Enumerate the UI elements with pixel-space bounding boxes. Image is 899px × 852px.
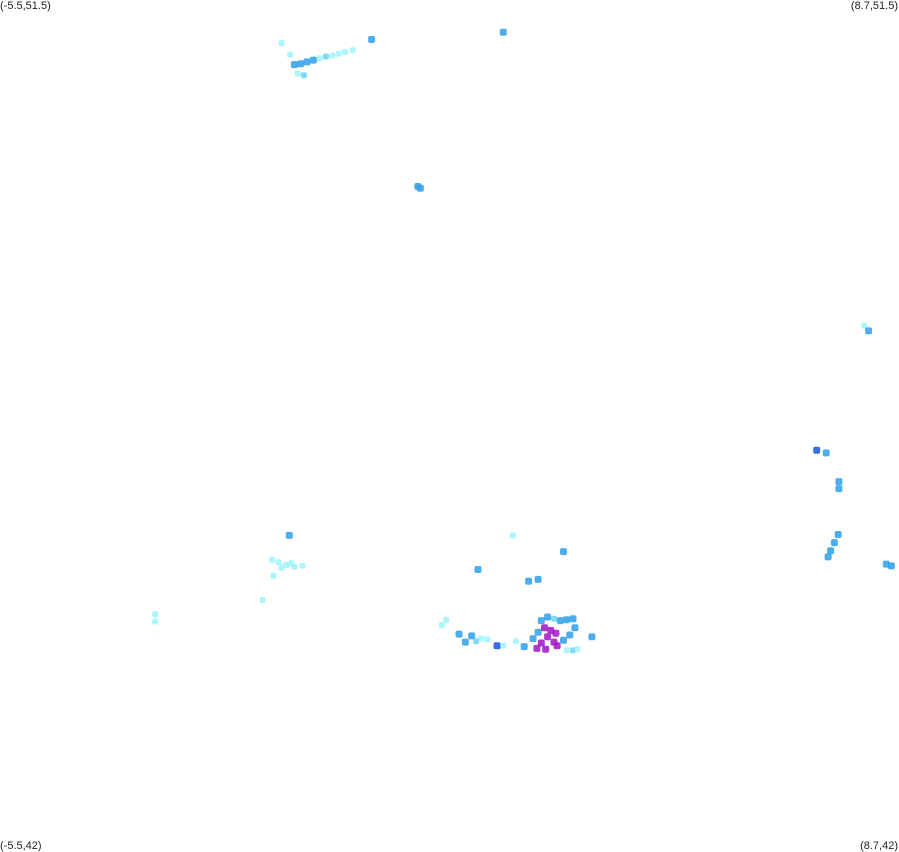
corner-label-top-left: (-5.5,51.5) (0, 0, 51, 12)
data-point (461, 638, 469, 646)
data-point (499, 28, 507, 36)
data-point (474, 566, 482, 573)
data-point (349, 47, 356, 54)
data-point (269, 556, 276, 563)
data-point (824, 553, 832, 561)
data-point (500, 642, 507, 649)
data-point (574, 646, 581, 653)
data-point (287, 51, 293, 58)
data-point (834, 531, 842, 538)
data-point (443, 616, 450, 623)
data-point (887, 562, 895, 570)
data-point (529, 635, 537, 643)
data-point (551, 615, 557, 622)
data-point (513, 638, 519, 645)
data-point (468, 632, 476, 640)
data-point (556, 617, 564, 625)
data-point (534, 575, 542, 583)
data-point (566, 631, 574, 639)
data-point (368, 36, 376, 43)
corner-label-bottom-right: (8.7,42) (860, 840, 898, 852)
data-point (278, 564, 285, 571)
data-point (533, 644, 541, 652)
data-point (552, 629, 560, 637)
data-point (520, 643, 528, 651)
data-point (560, 636, 567, 644)
data-point (329, 52, 336, 59)
data-point (534, 628, 542, 636)
data-point (509, 532, 516, 539)
data-point (342, 49, 348, 55)
data-point (865, 327, 873, 335)
data-point (484, 636, 491, 643)
data-point (455, 630, 463, 638)
data-point (473, 638, 480, 645)
data-point (835, 478, 843, 486)
data-point (316, 55, 323, 62)
data-point (571, 624, 579, 632)
data-point (553, 642, 561, 650)
data-point (830, 539, 838, 547)
data-point (303, 58, 311, 66)
data-point (544, 633, 552, 641)
data-point (493, 642, 501, 650)
data-point (270, 572, 277, 579)
data-point (335, 50, 342, 57)
data-point (822, 449, 830, 457)
data-point (275, 559, 282, 566)
data-point (544, 613, 552, 621)
data-point (835, 485, 843, 493)
data-point (294, 70, 301, 77)
corner-label-top-right: (8.7,51.5) (850, 0, 898, 12)
data-point (537, 617, 545, 625)
data-point (283, 562, 290, 568)
data-point (827, 547, 835, 555)
data-point (152, 618, 159, 625)
data-point (560, 548, 567, 556)
data-point (309, 56, 317, 64)
data-point (290, 61, 298, 69)
data-point (297, 60, 305, 68)
data-point (299, 562, 306, 569)
corner-label-bottom-left: (-5.5,42) (0, 840, 42, 852)
data-point (278, 40, 285, 46)
data-point (416, 184, 424, 192)
data-point (541, 624, 548, 632)
data-point (813, 446, 821, 454)
data-point (537, 639, 545, 647)
data-point (152, 611, 159, 618)
data-point (259, 597, 266, 603)
data-point (563, 647, 570, 654)
data-point (525, 577, 533, 585)
data-point (438, 622, 445, 629)
data-point (285, 531, 293, 539)
data-point (323, 53, 329, 60)
data-point (569, 615, 577, 623)
data-point (563, 616, 571, 624)
data-point (478, 635, 485, 642)
data-point (291, 563, 298, 570)
data-point (300, 72, 307, 79)
data-point (861, 322, 868, 329)
data-point (588, 633, 596, 641)
data-point (542, 645, 550, 653)
